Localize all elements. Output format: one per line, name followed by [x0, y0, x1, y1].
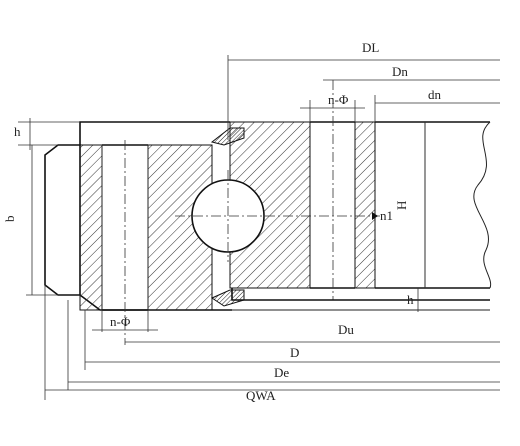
dl-label: DL [362, 40, 379, 55]
d-label: D [290, 345, 299, 360]
qwa-label: QWA [246, 388, 276, 403]
outer-ring-top-edge [79, 121, 230, 145]
dimensions: DL Dn dn n-Φ h b n1 H h n-Φ [2, 40, 500, 403]
inner-ring-hatch-right [354, 121, 376, 289]
n1-label: n1 [380, 208, 393, 223]
h-right-label: h [407, 292, 414, 307]
H-label: H [394, 201, 409, 210]
h-top-label: h [14, 124, 21, 139]
dn-lower-label: dn [428, 87, 442, 102]
dn-upper-label: Dn [392, 64, 408, 79]
outer-ring-hatch-left [79, 144, 103, 311]
de-label: De [274, 365, 289, 380]
du-label: Du [338, 322, 354, 337]
inner-ring [229, 80, 492, 311]
n1-arrow [372, 212, 378, 220]
nphi-bottom-label: n-Φ [110, 314, 131, 329]
outer-ring-flange-profile [44, 144, 81, 296]
nphi-top-label: n-Φ [328, 92, 349, 107]
inner-ring-step [231, 288, 490, 301]
gear-break-line [473, 121, 492, 289]
bottom-seal [210, 289, 245, 307]
b-label: b [2, 216, 17, 223]
